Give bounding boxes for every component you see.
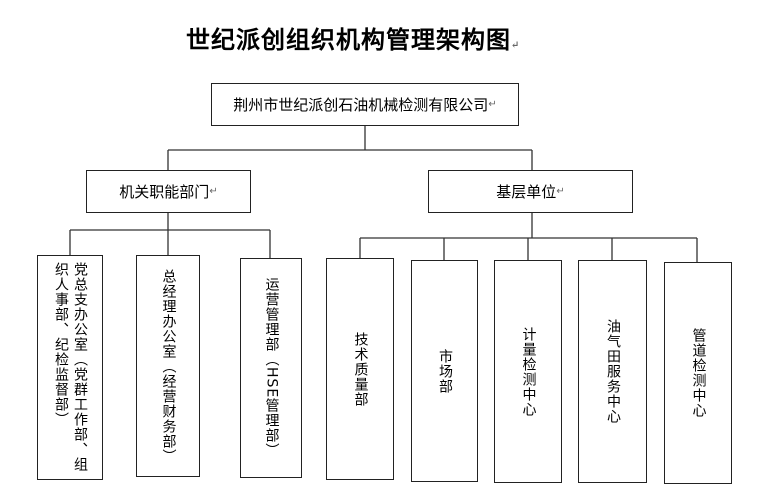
- root-company-box: 荆州市世纪派创石油机械检测有限公司↵: [211, 83, 519, 126]
- page-title: 世纪派创组织机构管理架构图↵: [186, 25, 521, 54]
- functional-departments-box: 机关职能部门↵: [86, 170, 251, 213]
- gm-office-box: 总经理办公室（经营财务部）: [136, 255, 200, 477]
- market-dept-label: 市场部: [437, 348, 453, 394]
- operations-dept-box: 运营管理部（HSE管理部）: [240, 258, 302, 478]
- market-dept-box: 市场部: [411, 260, 478, 482]
- tech-quality-label: 技术质量部: [352, 331, 369, 407]
- oilfield-service-box: 油气田服务中心: [578, 260, 647, 483]
- oilfield-service-label: 油气田服务中心: [605, 319, 621, 424]
- grassroots-units-label: 基层单位: [496, 183, 557, 201]
- grassroots-units-box: 基层单位↵: [428, 170, 633, 213]
- party-office-box: 党总支办公室（党群工作部、组织人事部、纪检监督部）: [37, 255, 103, 480]
- party-office-label: 党总支办公室（党群工作部、组织人事部、纪检监督部）: [53, 262, 88, 472]
- metering-center-box: 计量检测中心: [494, 260, 562, 483]
- pipeline-center-label: 管道检测中心: [690, 328, 707, 418]
- tech-quality-box: 技术质量部: [326, 258, 394, 480]
- root-company-label: 荆州市世纪派创石油机械检测有限公司: [233, 96, 489, 114]
- pipeline-center-box: 管道检测中心: [664, 262, 732, 484]
- gm-office-label: 总经理办公室（经营财务部）: [160, 268, 177, 464]
- operations-dept-label: 运营管理部（HSE管理部）: [263, 277, 280, 459]
- metering-center-label: 计量检测中心: [520, 326, 537, 417]
- functional-departments-label: 机关职能部门: [119, 183, 210, 201]
